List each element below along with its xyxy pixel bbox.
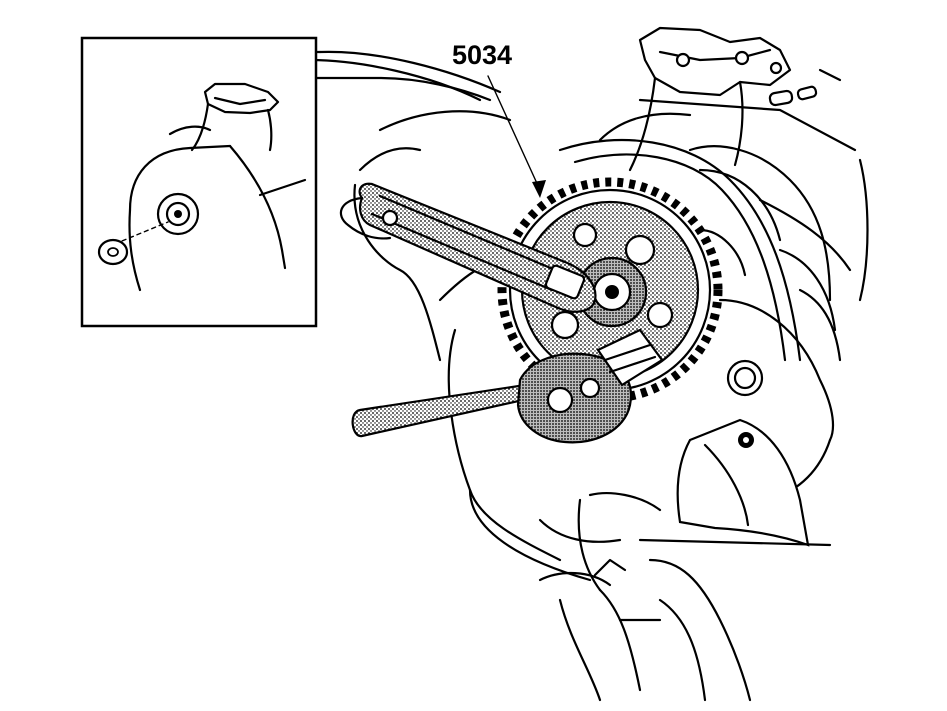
lower-engine-parts <box>538 492 752 702</box>
block-bolt <box>726 359 764 397</box>
holding-tool-5034 <box>339 182 597 313</box>
engine-mount-bracket <box>638 418 832 547</box>
inset-washer <box>97 221 169 266</box>
inset-detail <box>80 36 492 328</box>
inset-bolt <box>156 192 200 236</box>
oil-filler-cap <box>628 26 842 172</box>
engine-block <box>308 50 869 582</box>
callout-5034: 5034 <box>452 40 546 198</box>
ratchet-wrench <box>351 328 664 444</box>
camshaft-sprocket <box>497 177 723 403</box>
callout-label: 5034 <box>452 40 512 70</box>
